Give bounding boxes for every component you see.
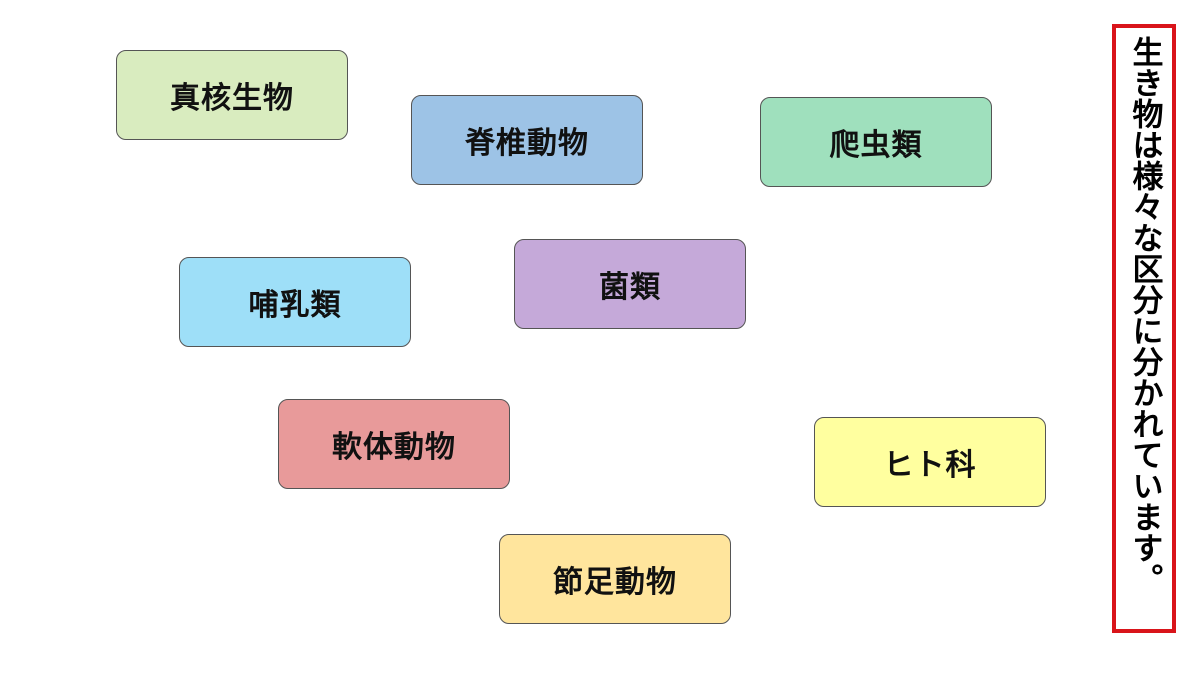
card-label: 脊椎動物 [465,126,589,161]
card-vertebrate: 脊椎動物 [411,95,643,185]
card-mammal: 哺乳類 [179,257,411,347]
card-hominid: ヒト科 [814,417,1046,507]
card-label: 菌類 [599,270,661,305]
card-label: 軟体動物 [332,430,456,465]
card-arthropod: 節足動物 [499,534,731,624]
vertical-note-box: 生き物は様々な区分に分かれています。 [1112,24,1176,633]
card-eukaryote: 真核生物 [116,50,348,140]
vertical-note-text: 生き物は様々な区分に分かれています。 [1126,36,1163,594]
card-fungi: 菌類 [514,239,746,329]
card-label: 節足動物 [553,565,677,600]
card-reptile: 爬虫類 [760,97,992,187]
card-label: 真核生物 [170,81,294,116]
card-label: ヒト科 [883,448,977,483]
card-label: 爬虫類 [829,128,923,163]
card-label: 哺乳類 [248,288,342,323]
card-mollusk: 軟体動物 [278,399,510,489]
